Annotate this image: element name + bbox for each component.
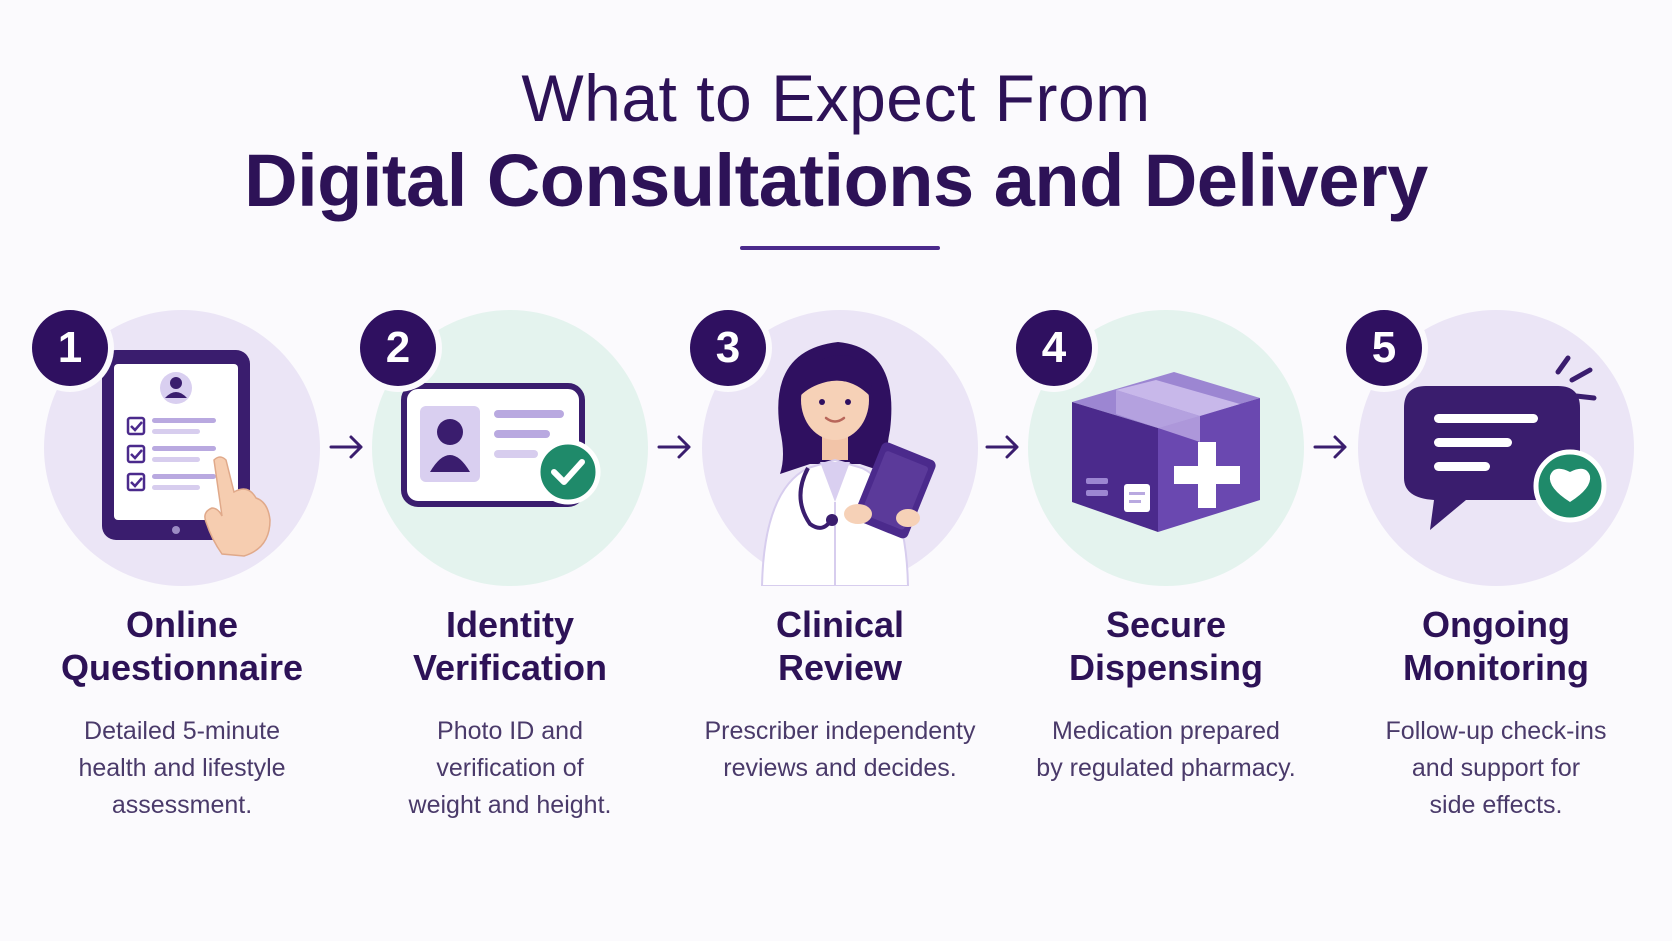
- id-card-check-icon: [401, 383, 601, 507]
- step-2-title-line-2: Verification: [412, 647, 608, 688]
- step-4-desc-line-2: by regulated pharmacy.: [1036, 754, 1296, 782]
- step-3-badge: 3: [690, 310, 766, 386]
- step-1-desc-line-1: Detailed 5-minute: [84, 717, 280, 745]
- step-1-description: Detailed 5-minute health and lifestyle a…: [12, 713, 352, 824]
- arrow-right-icon: [1313, 435, 1347, 459]
- step-1-title-line-2: Questionnaire: [60, 647, 304, 688]
- step-5-badge: 5: [1346, 310, 1422, 386]
- step-1-badge: 1: [32, 310, 108, 386]
- step-2-desc-line-3: weight and height.: [408, 791, 612, 819]
- step-4-description: Medication prepared by regulated pharmac…: [996, 713, 1336, 787]
- step-2-title: Identity Verification: [340, 603, 680, 689]
- arrow-right-icon: [329, 435, 363, 459]
- step-2-title-line-1: Identity: [445, 604, 574, 645]
- arrow-right-icon: [985, 435, 1019, 459]
- step-5-title: Ongoing Monitoring: [1326, 603, 1666, 689]
- step-2-desc-line-2: verification of: [436, 754, 584, 782]
- step-5-desc-line-1: Follow-up check-ins: [1385, 717, 1607, 745]
- title-line-1: What to Expect From: [521, 61, 1151, 135]
- step-4-title: Secure Dispensing: [996, 603, 1336, 689]
- title-underline: [740, 246, 940, 250]
- title-line-2: Digital Consultations and Delivery: [244, 139, 1428, 222]
- step-4-desc-line-1: Medication prepared: [1052, 717, 1280, 745]
- step-4-title-line-2: Dispensing: [1068, 647, 1264, 688]
- step-2-desc-line-1: Photo ID and: [437, 717, 583, 745]
- step-3-description: Prescriber independenty reviews and deci…: [670, 713, 1010, 787]
- step-3-title-line-1: Clinical: [775, 604, 905, 645]
- step-2-description: Photo ID and verification of weight and …: [340, 713, 680, 824]
- step-3-desc-line-1: Prescriber independenty: [704, 717, 976, 745]
- medical-package-icon: [1072, 372, 1260, 532]
- header: What to Expect From Digital Consultation…: [0, 58, 1672, 224]
- step-4-title-line-1: Secure: [1105, 604, 1227, 645]
- step-3-desc-line-2: reviews and decides.: [723, 754, 957, 782]
- step-5-title-line-2: Monitoring: [1403, 647, 1589, 688]
- step-1-title-line-1: Online: [125, 604, 238, 645]
- step-1-desc-line-3: assessment.: [111, 791, 253, 819]
- step-1-desc-line-2: health and lifestyle: [78, 754, 286, 782]
- step-4-badge: 4: [1016, 310, 1092, 386]
- step-5-description: Follow-up check-ins and support for side…: [1326, 713, 1666, 824]
- tablet-checklist-icon: [102, 350, 271, 557]
- step-3-title-line-2: Review: [777, 647, 903, 688]
- doctor-clipboard-icon: [760, 342, 936, 586]
- step-5-title-line-1: Ongoing: [1422, 604, 1570, 645]
- step-5-desc-line-3: side effects.: [1429, 791, 1563, 819]
- step-2-badge: 2: [360, 310, 436, 386]
- step-5-desc-line-2: and support for: [1411, 754, 1581, 782]
- arrow-right-icon: [657, 435, 691, 459]
- step-1-illustration: [44, 310, 320, 586]
- chat-heart-icon: [1404, 355, 1607, 530]
- step-3-title: Clinical Review: [670, 603, 1010, 689]
- step-1-title: Online Questionnaire: [12, 603, 352, 689]
